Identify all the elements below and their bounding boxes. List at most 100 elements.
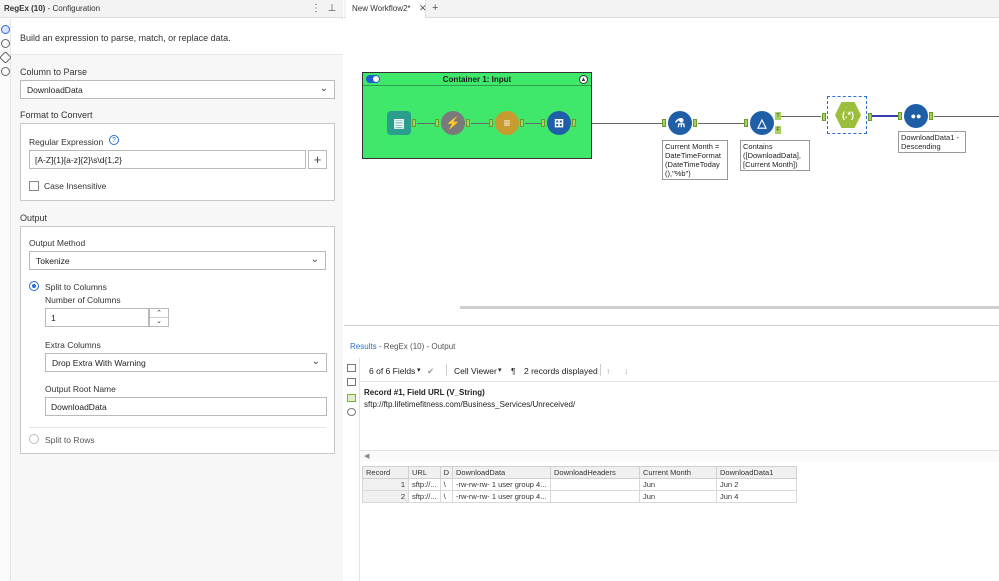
book-icon[interactable]: ▤: [387, 111, 411, 135]
input-anchor[interactable]: [744, 119, 748, 127]
input-anchor[interactable]: [822, 113, 826, 121]
table-icon[interactable]: ⊞: [547, 111, 571, 135]
split-to-rows-radio[interactable]: [29, 434, 39, 444]
close-icon[interactable]: ✕: [419, 3, 427, 13]
add-tab-button[interactable]: +: [432, 2, 439, 14]
collapse-icon[interactable]: ▲: [579, 75, 588, 84]
column-header[interactable]: Record: [362, 466, 409, 479]
number-of-columns-input[interactable]: 1: [45, 308, 149, 327]
chevron-up-icon[interactable]: ⌃: [150, 309, 168, 318]
split-to-columns-radio[interactable]: [29, 281, 39, 291]
help-icon[interactable]: ?: [109, 135, 119, 145]
output-anchor[interactable]: [466, 119, 470, 127]
pilcrow-icon[interactable]: ¶: [511, 366, 516, 376]
table-cell[interactable]: -rw-rw-rw- 1 user group 4...: [452, 478, 552, 491]
extra-columns-select[interactable]: Drop Extra With Warning ⌄: [45, 353, 327, 372]
container-title: Container 1: Input: [442, 75, 512, 84]
table-cell[interactable]: Jun 4: [716, 490, 798, 503]
cell-viewer-selector[interactable]: Cell Viewer: [454, 366, 497, 376]
table-cell[interactable]: [550, 490, 641, 503]
chevron-left-icon[interactable]: ◀: [364, 453, 370, 460]
table-cell[interactable]: \: [439, 490, 454, 503]
table-cell[interactable]: [550, 478, 641, 491]
chevron-down-icon[interactable]: ▾: [498, 367, 502, 374]
fields-selector[interactable]: 6 of 6 Fields: [369, 366, 416, 376]
record-header: Record #1, Field URL (V_String): [364, 388, 485, 397]
configuration-panel: RegEx (10) - Configuration ⋮ ⊥ Build an …: [0, 0, 343, 581]
canvas-scrollbar[interactable]: [460, 306, 999, 309]
table-cell[interactable]: \: [439, 478, 454, 491]
column-header[interactable]: D: [439, 466, 454, 479]
info-icon[interactable]: [347, 408, 356, 416]
grid-icon[interactable]: [347, 378, 356, 386]
data-icon[interactable]: [347, 394, 356, 402]
filter-false-anchor[interactable]: F: [775, 126, 781, 134]
info-icon[interactable]: [1, 67, 10, 76]
list-icon[interactable]: [347, 364, 356, 372]
output-anchor[interactable]: [693, 119, 697, 127]
container-toggle[interactable]: [366, 75, 380, 83]
chevron-down-icon[interactable]: ▾: [417, 367, 421, 374]
parse-icon[interactable]: ≡: [495, 111, 519, 135]
table-cell[interactable]: Jun: [639, 490, 718, 503]
column-to-parse-select[interactable]: DownloadData ⌄: [20, 80, 335, 99]
output-anchor[interactable]: [572, 119, 576, 127]
arrow-down-icon[interactable]: ↓: [624, 366, 629, 376]
input-anchor[interactable]: [435, 119, 439, 127]
output-anchor[interactable]: [929, 112, 933, 120]
more-options-icon[interactable]: ⋮: [311, 3, 321, 14]
input-anchor[interactable]: [489, 119, 493, 127]
selected-tool-frame[interactable]: (.*): [822, 96, 872, 134]
add-expression-button[interactable]: +: [308, 150, 327, 169]
case-insensitive-checkbox[interactable]: [29, 181, 39, 191]
results-toolbar: 6 of 6 Fields ▾ ✔ Cell Viewer ▾ ¶ 2 reco…: [360, 358, 999, 382]
column-header[interactable]: DownloadData: [452, 466, 552, 479]
table-cell[interactable]: Jun: [639, 478, 718, 491]
table-cell[interactable]: Jun 2: [716, 478, 798, 491]
tool-name: RegEx (10): [4, 4, 46, 13]
chevron-down-icon[interactable]: ⌄: [156, 318, 162, 325]
input-anchor[interactable]: [541, 119, 545, 127]
output-method-select[interactable]: Tokenize ⌄: [29, 251, 326, 270]
gear-icon[interactable]: [1, 25, 10, 34]
column-header[interactable]: DownloadData1: [716, 466, 798, 479]
output-anchor[interactable]: [868, 113, 872, 121]
regular-expression-input[interactable]: [A-Z]{1}[a-z]{2}\s\d{1,2}: [29, 150, 306, 169]
lightning-icon[interactable]: ⚡: [441, 111, 465, 135]
output-anchor[interactable]: [520, 119, 524, 127]
output-anchor[interactable]: [412, 119, 416, 127]
container-input[interactable]: Container 1: Input ▲ ▤ ⚡ ≡ ⊞: [362, 72, 592, 159]
table-cell[interactable]: -rw-rw-rw- 1 user group 4...: [452, 490, 552, 503]
results-grid[interactable]: Record URL D DownloadData DownloadHeader…: [362, 466, 798, 503]
split-to-rows-label: Split to Rows: [45, 435, 95, 445]
regex-tool-icon[interactable]: (.*): [835, 102, 861, 128]
column-header[interactable]: URL: [408, 466, 441, 479]
checkmark-icon[interactable]: ✔: [427, 366, 435, 376]
table-cell[interactable]: 1: [362, 478, 409, 491]
divider: [29, 427, 326, 428]
table-cell[interactable]: sftp://...: [408, 490, 441, 503]
table-row[interactable]: 1 sftp://... \ -rw-rw-rw- 1 user group 4…: [362, 478, 798, 491]
table-cell[interactable]: 2: [362, 490, 409, 503]
filter-tool-icon[interactable]: △: [750, 111, 774, 135]
workflow-canvas[interactable]: Container 1: Input ▲ ▤ ⚡ ≡ ⊞ ⚗ Current M…: [344, 19, 999, 324]
pin-icon[interactable]: ⊥: [327, 3, 337, 14]
arrow-circle-icon[interactable]: [1, 39, 10, 48]
table-row[interactable]: 2 sftp://... \ -rw-rw-rw- 1 user group 4…: [362, 490, 798, 503]
formula-tool-icon[interactable]: ⚗: [668, 111, 692, 135]
sort-tool-icon[interactable]: ●●: [904, 104, 928, 128]
column-to-parse-value: DownloadData: [27, 85, 83, 95]
table-cell[interactable]: sftp://...: [408, 478, 441, 491]
filter-true-anchor[interactable]: T: [775, 112, 781, 120]
column-header[interactable]: Current Month: [639, 466, 718, 479]
panel-name: - Configuration: [45, 4, 101, 13]
arrow-up-icon[interactable]: ↑: [606, 366, 611, 376]
cell-viewer-scrollbar[interactable]: ◀: [360, 450, 999, 462]
output-root-name-input[interactable]: DownloadData: [45, 397, 327, 416]
input-anchor[interactable]: [898, 112, 902, 120]
tab-new-workflow2[interactable]: New Workflow2* ✕: [346, 0, 427, 18]
input-anchor[interactable]: [662, 119, 666, 127]
column-header[interactable]: DownloadHeaders: [550, 466, 641, 479]
column-to-parse-label: Column to Parse: [20, 67, 88, 77]
number-of-columns-stepper[interactable]: ⌃ ⌄: [149, 308, 169, 327]
